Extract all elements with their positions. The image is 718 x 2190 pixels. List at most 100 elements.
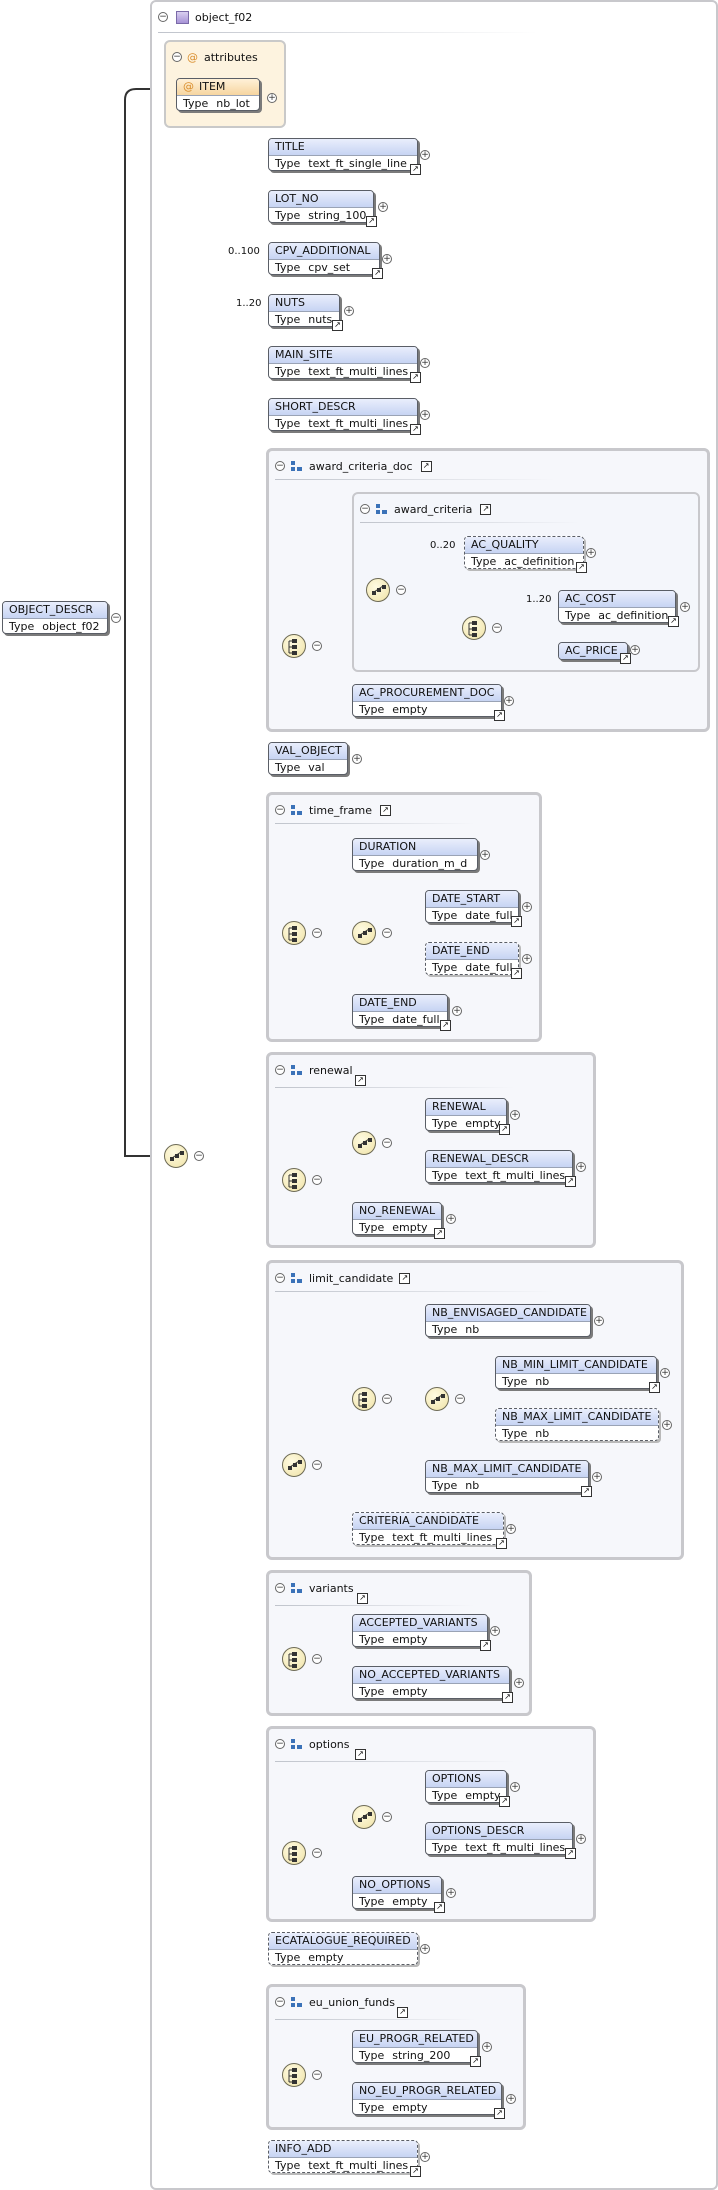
expand-icon[interactable]: + (506, 1524, 516, 1534)
collapse-icon[interactable]: − (275, 805, 285, 815)
link-arrow-icon[interactable]: ↗ (502, 1692, 513, 1703)
collapse-icon[interactable]: − (194, 1151, 204, 1161)
sequence-compositor-icon[interactable] (352, 1387, 376, 1411)
expand-icon[interactable]: + (576, 1834, 586, 1844)
expand-icon[interactable]: + (504, 696, 514, 706)
expand-icon[interactable]: + (382, 254, 392, 264)
choice-compositor-icon[interactable] (366, 578, 390, 602)
expand-icon[interactable]: + (506, 2094, 516, 2104)
collapse-icon[interactable]: − (172, 52, 182, 62)
expand-icon[interactable]: + (480, 850, 490, 860)
collapse-icon[interactable]: − (312, 2070, 322, 2080)
link-arrow-icon[interactable]: ↗ (434, 1228, 445, 1239)
link-arrow-icon[interactable]: ↗ (410, 424, 421, 435)
expand-icon[interactable]: + (420, 410, 430, 420)
expand-icon[interactable]: + (378, 202, 388, 212)
expand-icon[interactable]: + (660, 1368, 670, 1378)
link-arrow-icon[interactable]: ↗ (494, 2108, 505, 2119)
link-arrow-icon[interactable]: ↗ (355, 1075, 366, 1086)
choice-compositor-icon[interactable] (352, 1805, 376, 1829)
choice-compositor-icon[interactable] (352, 1131, 376, 1155)
choice-compositor-icon[interactable] (282, 2063, 306, 2087)
collapse-icon[interactable]: − (312, 1848, 322, 1858)
link-arrow-icon[interactable]: ↗ (499, 1796, 510, 1807)
expand-icon[interactable]: + (267, 93, 277, 103)
expand-icon[interactable]: + (592, 1472, 602, 1482)
link-arrow-icon[interactable]: ↗ (499, 1124, 510, 1135)
expand-icon[interactable]: + (452, 1006, 462, 1016)
expand-icon[interactable]: + (680, 602, 690, 612)
link-arrow-icon[interactable]: ↗ (511, 916, 522, 927)
link-arrow-icon[interactable]: ↗ (397, 2007, 408, 2018)
collapse-icon[interactable]: − (275, 1997, 285, 2007)
expand-icon[interactable]: + (594, 1316, 604, 1326)
expand-icon[interactable]: + (344, 306, 354, 316)
link-arrow-icon[interactable]: ↗ (470, 2056, 481, 2067)
collapse-icon[interactable]: − (396, 585, 406, 595)
expand-icon[interactable]: + (522, 902, 532, 912)
expand-icon[interactable]: + (482, 2042, 492, 2052)
collapse-icon[interactable]: − (382, 1138, 392, 1148)
link-arrow-icon[interactable]: ↗ (420, 460, 432, 472)
link-arrow-icon[interactable]: ↗ (576, 562, 587, 573)
link-arrow-icon[interactable]: ↗ (410, 372, 421, 383)
expand-icon[interactable]: + (514, 1678, 524, 1688)
link-arrow-icon[interactable]: ↗ (480, 1640, 491, 1651)
expand-icon[interactable]: + (630, 645, 640, 655)
collapse-icon[interactable]: − (312, 641, 322, 651)
link-arrow-icon[interactable]: ↗ (649, 1382, 660, 1393)
collapse-icon[interactable]: − (111, 613, 121, 623)
link-arrow-icon[interactable]: ↗ (410, 164, 421, 175)
choice-compositor-icon[interactable] (282, 1647, 306, 1671)
collapse-icon[interactable]: − (382, 928, 392, 938)
collapse-icon[interactable]: − (275, 1583, 285, 1593)
expand-icon[interactable]: + (352, 754, 362, 764)
expand-icon[interactable]: + (662, 1420, 672, 1430)
sequence-compositor-icon[interactable] (282, 1168, 306, 1192)
sequence-compositor-icon[interactable] (164, 1144, 188, 1168)
link-arrow-icon[interactable]: ↗ (511, 968, 522, 979)
collapse-icon[interactable]: − (275, 1065, 285, 1075)
link-arrow-icon[interactable]: ↗ (410, 2166, 421, 2177)
expand-icon[interactable]: + (510, 1110, 520, 1120)
choice-compositor-icon[interactable] (352, 921, 376, 945)
link-arrow-icon[interactable]: ↗ (565, 1848, 576, 1859)
collapse-icon[interactable]: − (312, 928, 322, 938)
sequence-compositor-icon[interactable] (282, 921, 306, 945)
collapse-icon[interactable]: − (312, 1460, 322, 1470)
link-arrow-icon[interactable]: ↗ (357, 1593, 368, 1604)
sequence-compositor-icon[interactable] (282, 634, 306, 658)
collapse-icon[interactable]: − (382, 1394, 392, 1404)
collapse-icon[interactable]: − (360, 504, 370, 514)
sequence-compositor-icon[interactable] (462, 616, 486, 640)
sequence-compositor-icon[interactable] (282, 1841, 306, 1865)
link-arrow-icon[interactable]: ↗ (494, 710, 505, 721)
collapse-icon[interactable]: − (275, 1739, 285, 1749)
choice-compositor-icon[interactable] (282, 1453, 306, 1477)
link-arrow-icon[interactable]: ↗ (366, 216, 377, 227)
